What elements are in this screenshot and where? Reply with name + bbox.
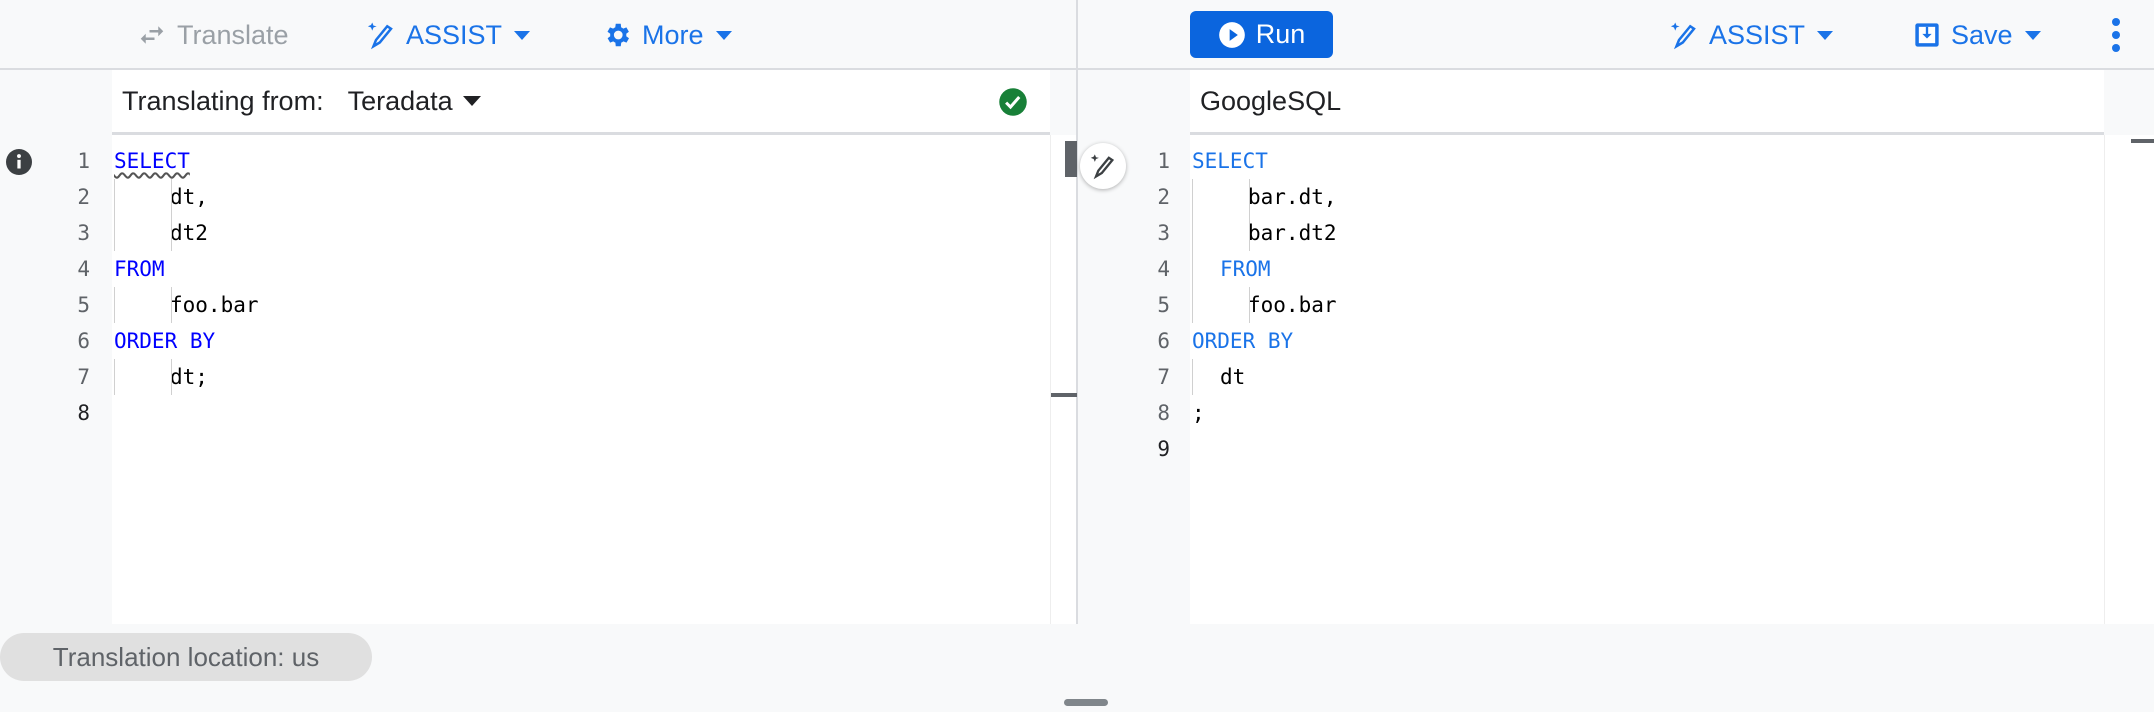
code-line: FROM xyxy=(1220,257,1271,281)
indent-guide xyxy=(114,287,115,323)
line-number: 6 xyxy=(1157,329,1170,353)
target-scrollbar[interactable] xyxy=(2104,135,2154,624)
code-line: foo.bar xyxy=(170,293,259,317)
code-line: dt, xyxy=(170,185,208,209)
scrollbar-thumb[interactable] xyxy=(1065,141,1077,177)
check-circle-icon xyxy=(999,88,1027,116)
indent-guide xyxy=(1192,215,1193,251)
indent-guide xyxy=(1249,179,1250,215)
source-dialect-value: Teradata xyxy=(347,85,453,116)
assist-label: ASSIST xyxy=(1709,19,1806,50)
translation-location-chip[interactable]: Translation location: us xyxy=(0,633,372,681)
caret-down-icon xyxy=(462,96,481,106)
save-label: Save xyxy=(1951,19,2013,50)
line-number: 3 xyxy=(77,221,90,245)
code-line: bar.dt, xyxy=(1248,185,1337,209)
play-circle-icon xyxy=(1218,21,1245,48)
source-dialect-header: Translating from: Teradata xyxy=(112,70,1050,135)
caret-down-icon xyxy=(1817,30,1834,40)
translation-location-label: Translation location: us xyxy=(52,641,320,672)
line-number: 5 xyxy=(1157,293,1170,317)
indent-guide xyxy=(171,287,172,323)
assist-label: ASSIST xyxy=(406,19,503,50)
line-number: 8 xyxy=(1157,401,1170,425)
indent-guide xyxy=(114,359,115,395)
magic-pen-icon xyxy=(1670,22,1696,50)
indent-guide xyxy=(171,359,172,395)
code-line: dt; xyxy=(170,365,208,389)
target-dialect-label: GoogleSQL xyxy=(1200,85,1342,116)
code-line: bar.dt2 xyxy=(1248,221,1337,245)
line-number: 5 xyxy=(77,293,90,317)
save-download-icon xyxy=(1915,23,1939,47)
code-line: SELECT xyxy=(1192,149,1268,173)
gear-icon xyxy=(607,23,629,47)
code-line: ORDER BY xyxy=(1192,329,1294,353)
indent-guide xyxy=(1192,287,1193,323)
save-button[interactable]: Save xyxy=(1913,14,2041,56)
source-dialect-select[interactable]: Teradata xyxy=(348,86,481,117)
assist-inline-button[interactable] xyxy=(1080,143,1126,189)
scrollbar-marker xyxy=(2131,139,2154,143)
line-number: 8 xyxy=(77,401,90,425)
caret-down-icon xyxy=(514,30,531,40)
line-number: 7 xyxy=(77,365,90,389)
translating-from-label: Translating from: xyxy=(122,85,324,116)
target-dialect-header: GoogleSQL xyxy=(1190,70,2104,135)
code-line: SELECT xyxy=(114,149,190,173)
translate-label: Translate xyxy=(177,19,289,50)
code-line: dt xyxy=(1220,365,1246,389)
line-number: 6 xyxy=(77,329,90,353)
code-line: ORDER BY xyxy=(114,329,216,353)
line-number: 2 xyxy=(1157,185,1170,209)
line-number: 4 xyxy=(1157,257,1170,281)
more-options-button[interactable] xyxy=(2108,14,2124,56)
line-number: 3 xyxy=(1157,221,1170,245)
run-button[interactable]: Run xyxy=(1190,11,1333,58)
caret-down-icon xyxy=(715,30,732,40)
indent-guide xyxy=(1192,251,1193,287)
code-line: ; xyxy=(1192,401,1205,425)
code-line: foo.bar xyxy=(1248,293,1337,317)
indent-guide xyxy=(1192,359,1193,395)
source-scrollbar[interactable] xyxy=(1050,135,1077,624)
magic-pen-icon xyxy=(1090,154,1115,180)
assist-button-left[interactable]: ASSIST xyxy=(366,14,531,56)
line-number: 4 xyxy=(77,257,90,281)
code-line: dt2 xyxy=(170,221,208,245)
magic-pen-icon xyxy=(367,22,393,50)
indent-guide xyxy=(114,215,115,251)
run-label: Run xyxy=(1255,19,1306,49)
code-line: FROM xyxy=(114,257,165,281)
resize-handle[interactable] xyxy=(1064,699,1108,706)
indent-guide xyxy=(171,215,172,251)
line-number: 1 xyxy=(77,149,90,173)
more-button[interactable]: More xyxy=(602,14,732,56)
scrollbar-marker xyxy=(1051,393,1077,397)
indent-guide xyxy=(1249,215,1250,251)
indent-guide xyxy=(1192,179,1193,215)
line-number: 1 xyxy=(1157,149,1170,173)
info-icon[interactable] xyxy=(6,149,32,175)
line-number: 2 xyxy=(77,185,90,209)
swap-icon xyxy=(140,26,164,44)
more-label: More xyxy=(642,19,704,50)
caret-down-icon xyxy=(2024,30,2041,40)
indent-guide xyxy=(114,179,115,215)
pane-divider[interactable] xyxy=(1076,0,1078,624)
indent-guide xyxy=(1249,287,1250,323)
kebab-menu-icon xyxy=(2112,18,2120,52)
translate-button[interactable]: Translate xyxy=(137,14,289,56)
line-number: 9 xyxy=(1157,437,1170,461)
indent-guide xyxy=(171,179,172,215)
assist-button-right[interactable]: ASSIST xyxy=(1669,14,1834,56)
line-number: 7 xyxy=(1157,365,1170,389)
